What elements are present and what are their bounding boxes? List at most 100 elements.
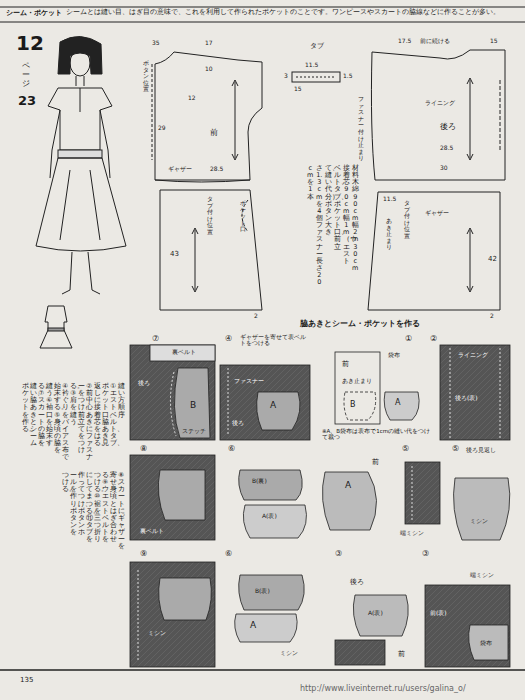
label: 3 — [284, 73, 288, 80]
vertical-label: 材料 木綿 90cm幅2m30cm — [352, 165, 359, 272]
label: シーム・ポケット — [6, 9, 62, 17]
label: 30 — [440, 165, 448, 172]
vertical-label: ④衿ぐりをバイアス布で — [62, 383, 69, 462]
label: 後ろ — [138, 380, 150, 387]
label: 前 — [372, 458, 379, 466]
label: 前 — [210, 128, 218, 137]
label: ⑥ — [225, 549, 232, 558]
label: 15 — [294, 86, 302, 93]
label: A(表) — [368, 610, 383, 617]
label: あき止まり — [342, 378, 372, 384]
label: 2 — [254, 313, 258, 320]
label: 前 — [342, 360, 349, 368]
vertical-label: タブ付け位置 — [404, 200, 410, 240]
label: 28.5 — [440, 145, 453, 152]
label: ⑧ — [140, 444, 147, 453]
vertical-label: ⑧スカートにギャザーを — [118, 472, 125, 551]
label: 28.5 — [210, 166, 223, 173]
label: 後ろ(表) — [455, 395, 478, 402]
label: 前(表) — [430, 610, 447, 617]
label: ライニング — [425, 100, 455, 107]
vertical-label: つける。⑩裾を三つ折り — [94, 472, 101, 543]
label: 端ミシン — [470, 572, 494, 578]
label: B — [190, 400, 196, 410]
label: 11.5 — [383, 196, 396, 203]
label: シームとは縫い目、はぎ目の意味で、これを利用して作られたポケットのことです。ワン… — [66, 9, 500, 16]
vertical-label: 作ってつけ、ボタンホ — [78, 472, 85, 536]
label: ④ — [225, 334, 232, 343]
label: ⑥ — [228, 444, 235, 453]
label: 12 — [16, 32, 44, 55]
label: 後ろ — [232, 420, 244, 427]
label: 袋布 — [480, 640, 492, 647]
vertical-label: ポケットを作る。 — [22, 383, 29, 433]
label: B(裏) — [252, 478, 267, 485]
label: 23 — [18, 94, 36, 109]
label: B(表) — [255, 588, 270, 595]
label: ⑨ — [140, 549, 147, 558]
vertical-label: る。③肩を縫う。 — [70, 383, 77, 426]
label: B — [350, 400, 356, 409]
label: A(表) — [262, 513, 277, 520]
label: 後ろ — [350, 578, 364, 586]
label: 袋布 — [388, 352, 400, 359]
vertical-label: ①エストベルト、タブ、 — [110, 383, 117, 447]
label: ミシン — [280, 650, 298, 657]
vertical-label: つける。 — [62, 472, 69, 493]
label: 12 — [188, 95, 196, 102]
vertical-label: さ1.3cmを4個 ファスナー 長さ20 — [316, 165, 323, 286]
label: ステッチ — [182, 428, 206, 435]
label: 17 — [205, 40, 213, 47]
label: 42 — [488, 255, 497, 263]
vertical-label: ポケット口、脇あき見 — [102, 383, 109, 447]
label: http://www.liveinternet.ru/users/galina_… — [300, 684, 466, 693]
label: 29 — [158, 125, 166, 132]
label: ギャザー — [168, 166, 192, 173]
vertical-label: 接着芯 90cm幅1m（ウエスト — [343, 165, 350, 265]
label: ファスナー — [234, 378, 264, 385]
vertical-label: ②前中心あきにファスナ — [86, 383, 93, 462]
vertical-label: て、縫い代分） ボタン 大き — [325, 165, 332, 236]
label: 前に続ける — [420, 38, 450, 45]
vertical-label: にしてまつる。⑪タブを — [86, 472, 93, 543]
label: ③ — [335, 549, 342, 558]
vertical-label: る。⑨ウエストベルトを — [102, 472, 109, 543]
label: 11.5 — [305, 62, 318, 69]
label: 端ミシン — [400, 530, 424, 536]
label: 15 — [490, 38, 498, 45]
vertical-label: ファスナー付け止まり — [358, 96, 364, 162]
label: 裏ベルト — [140, 528, 164, 535]
label: ② — [430, 334, 437, 343]
vertical-label: る。⑦スカートの脇を — [38, 383, 45, 447]
label: 後ろ — [440, 122, 456, 131]
label: 17.5 — [398, 38, 411, 45]
vertical-label: ボタン位置 — [143, 60, 149, 93]
vertical-label: 寄せ、身頃とはぎ合わせ — [110, 472, 117, 543]
label: ※A、B袋布は表布で1cmの縫い代をつけて裁つ — [322, 428, 434, 441]
vertical-label: 縫い、脇あきとシーム・ — [30, 383, 37, 447]
label: 後ろ見返し — [466, 447, 496, 453]
label: ミシン — [470, 518, 488, 525]
label: ⑤ — [402, 444, 409, 453]
label: ミシン — [148, 630, 166, 637]
vertical-label: ベルト、タブ、ポケット口、前立 — [334, 165, 341, 251]
label: 43 — [170, 250, 179, 258]
label: ① — [405, 334, 412, 343]
label: ギャザー — [425, 210, 449, 217]
label: 裏ベルト — [172, 349, 196, 356]
label: ③ — [422, 549, 429, 558]
vertical-label: ページ — [22, 62, 30, 88]
label: ⑤ — [452, 444, 459, 453]
vertical-label: ポケット口 — [240, 200, 246, 233]
label: A — [395, 398, 400, 407]
label: A — [250, 620, 256, 630]
label: A — [345, 480, 351, 490]
label: ⑦ — [152, 334, 159, 343]
vertical-label: あき止まり — [386, 218, 392, 251]
vertical-label: cmを1本 — [307, 165, 314, 201]
label: ギャザーを寄せて表ベルトをつける — [240, 334, 308, 347]
label: 2 — [490, 313, 494, 320]
vertical-label: 縫い方順序 — [118, 383, 125, 419]
vertical-label: ーをつけ、前立てをつけ — [78, 383, 85, 454]
